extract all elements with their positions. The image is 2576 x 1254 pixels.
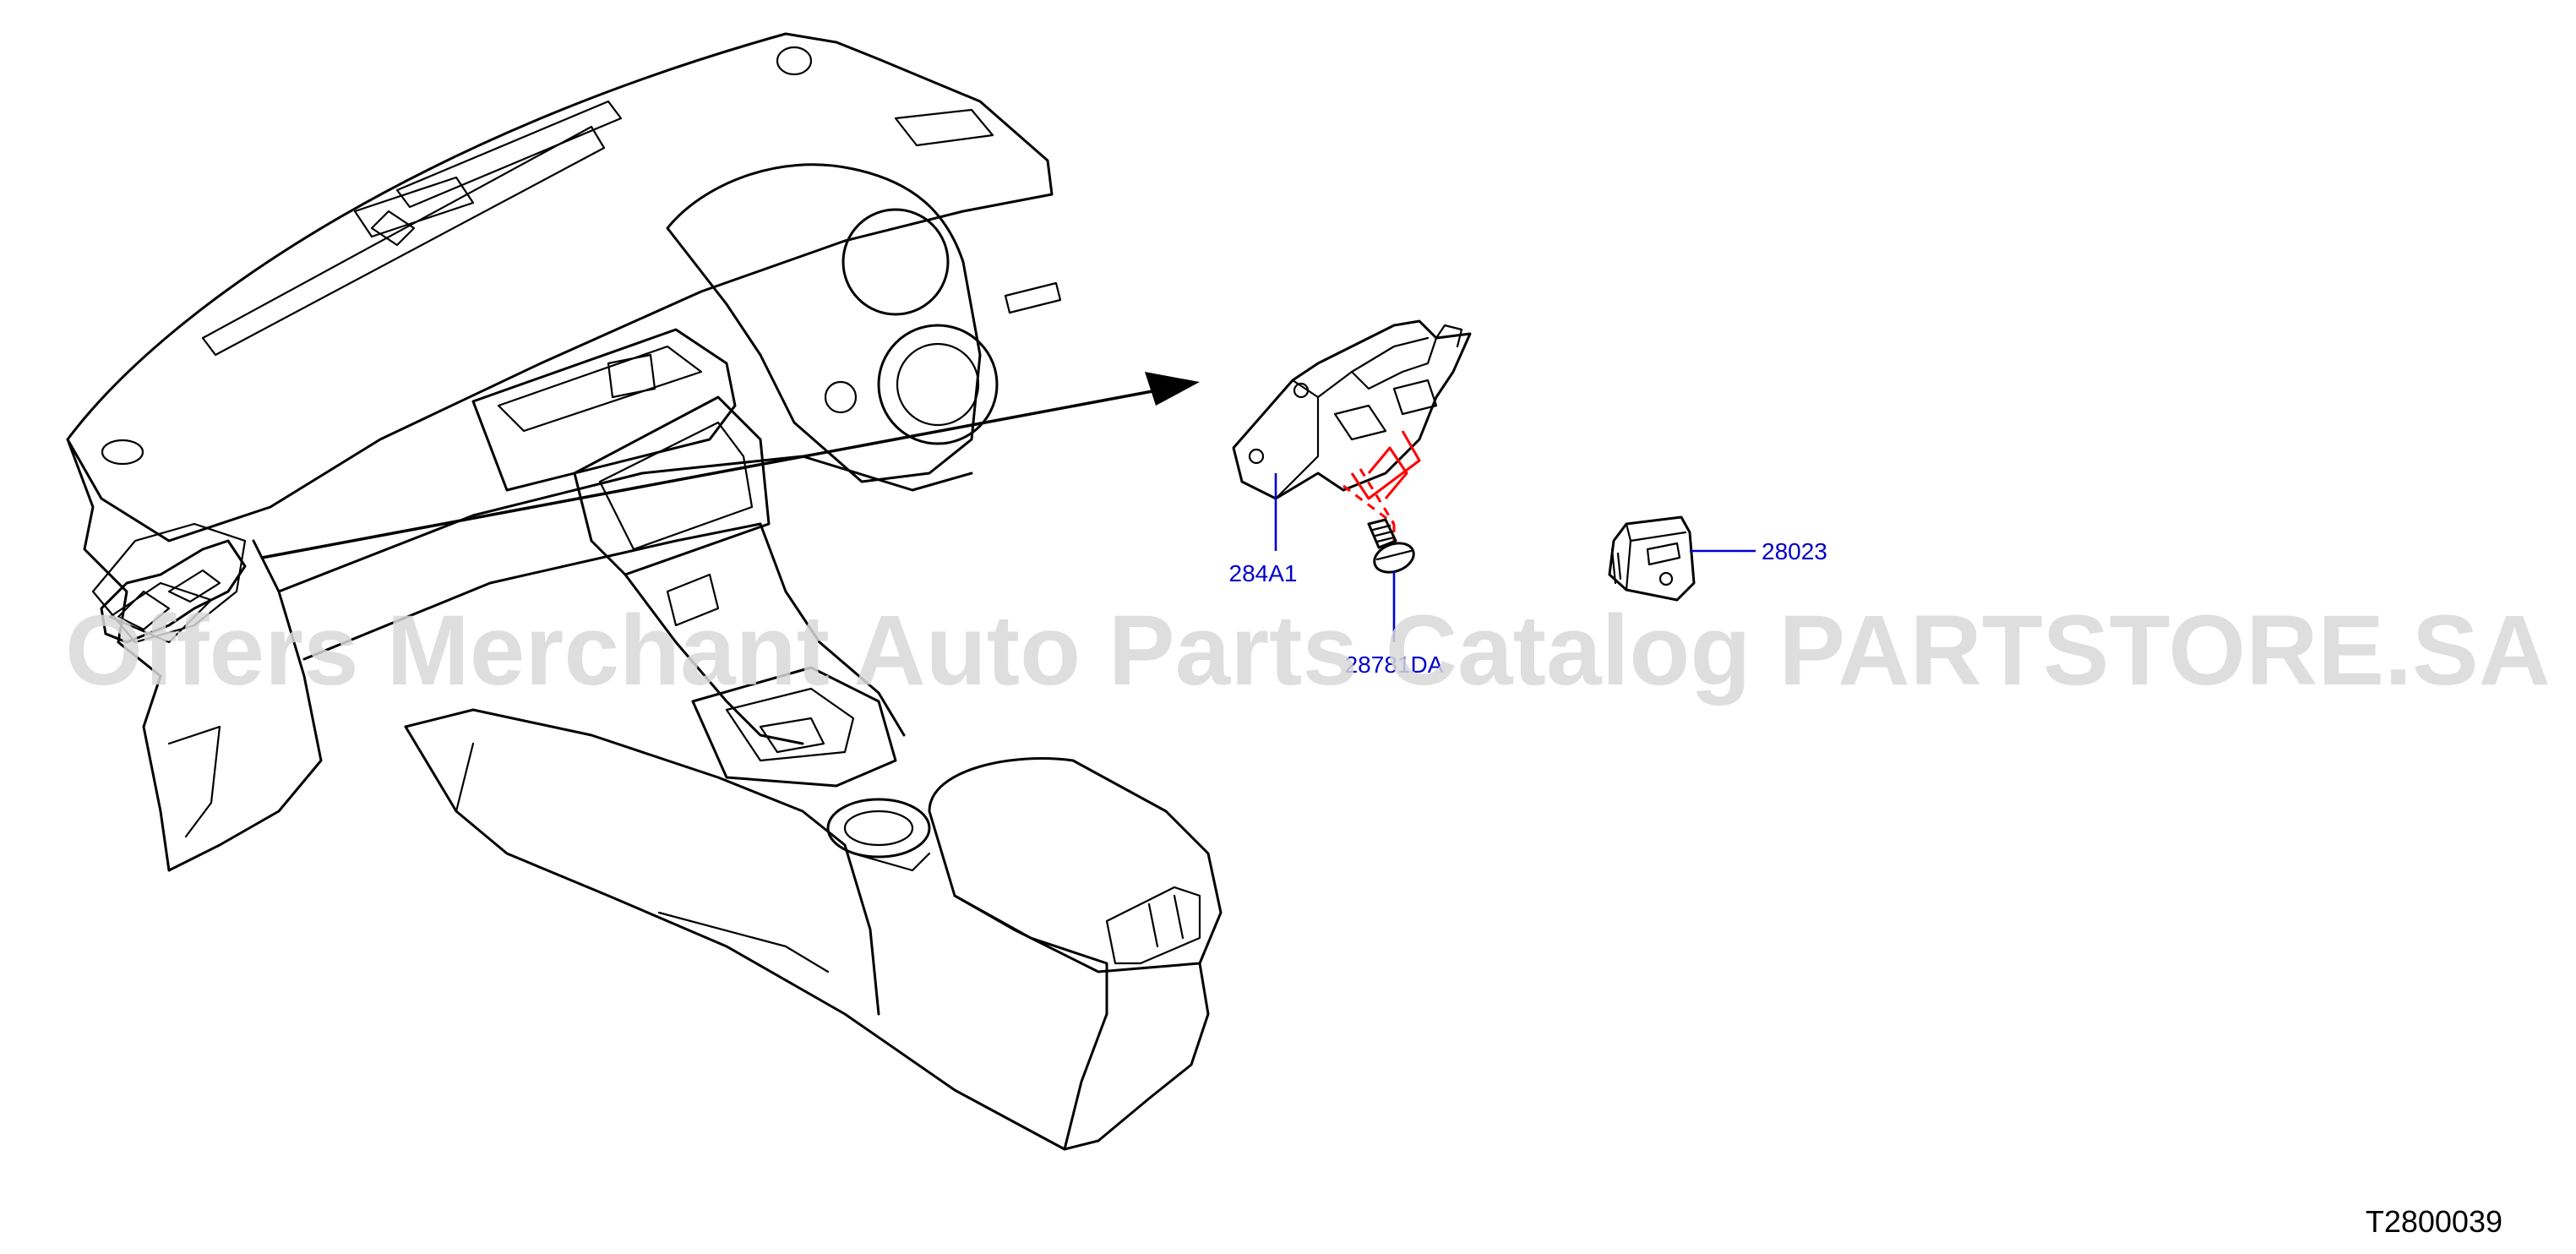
- dashboard-illustration: [66, 32, 1223, 1151]
- part-number-label: 28023: [1762, 538, 1827, 564]
- module-28023-illustration: [1608, 515, 1696, 602]
- module-284a1-illustration: [1232, 319, 1472, 500]
- callout-28781da: 28781DA: [1345, 571, 1444, 678]
- bolt-28781da-illustration: [1367, 518, 1415, 574]
- callout-284a1: 284A1: [1229, 473, 1298, 586]
- part-number-label: 284A1: [1229, 560, 1298, 586]
- highlight-bracket: [1350, 430, 1421, 500]
- location-arrow: [261, 372, 1200, 559]
- highlight-bracket: [1367, 446, 1408, 499]
- watermark-text: Offers Merchant Auto Parts Catalog PARTS…: [65, 595, 2551, 706]
- part-number-label: 28781DA: [1345, 652, 1444, 678]
- diagram-code: T2800039: [2366, 1204, 2502, 1239]
- callout-28023: 28023: [1690, 538, 1827, 564]
